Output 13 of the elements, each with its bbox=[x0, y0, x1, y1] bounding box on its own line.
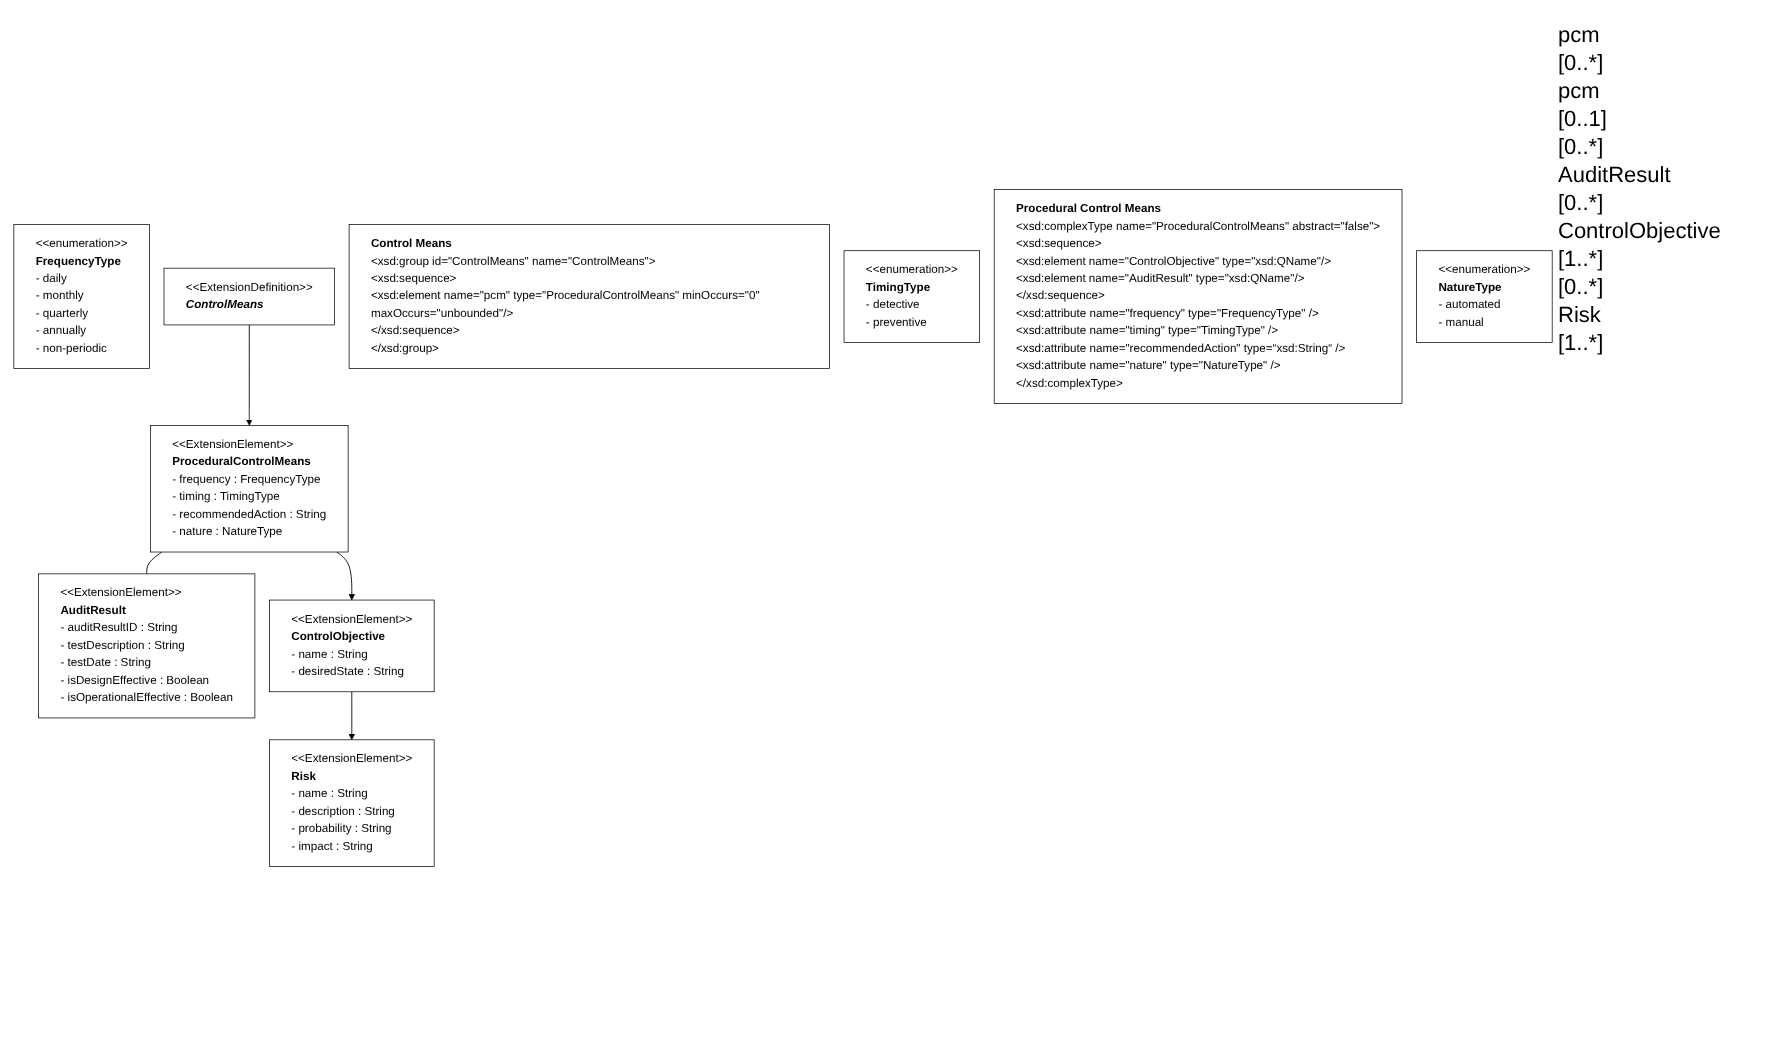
association-end-label: [1..*] bbox=[1558, 248, 1606, 272]
association-end-label: [0..*] bbox=[1558, 136, 1606, 160]
association-end-label: [0..*] bbox=[1558, 192, 1606, 216]
association-end-label: pcm bbox=[1558, 24, 1602, 48]
association-end-label: [1..*] bbox=[1558, 332, 1606, 356]
association-end-label: AuditResult bbox=[1558, 164, 1673, 188]
connector bbox=[146, 551, 163, 575]
association-end-label: Risk bbox=[1558, 304, 1603, 328]
association-end-label: ControlObjective bbox=[1558, 220, 1723, 244]
association-end-label: [0..*] bbox=[1558, 52, 1606, 76]
association-end-label: [0..1] bbox=[1558, 108, 1609, 132]
association-end-label: pcm bbox=[1558, 80, 1602, 104]
association-end-label: [0..*] bbox=[1558, 276, 1606, 300]
